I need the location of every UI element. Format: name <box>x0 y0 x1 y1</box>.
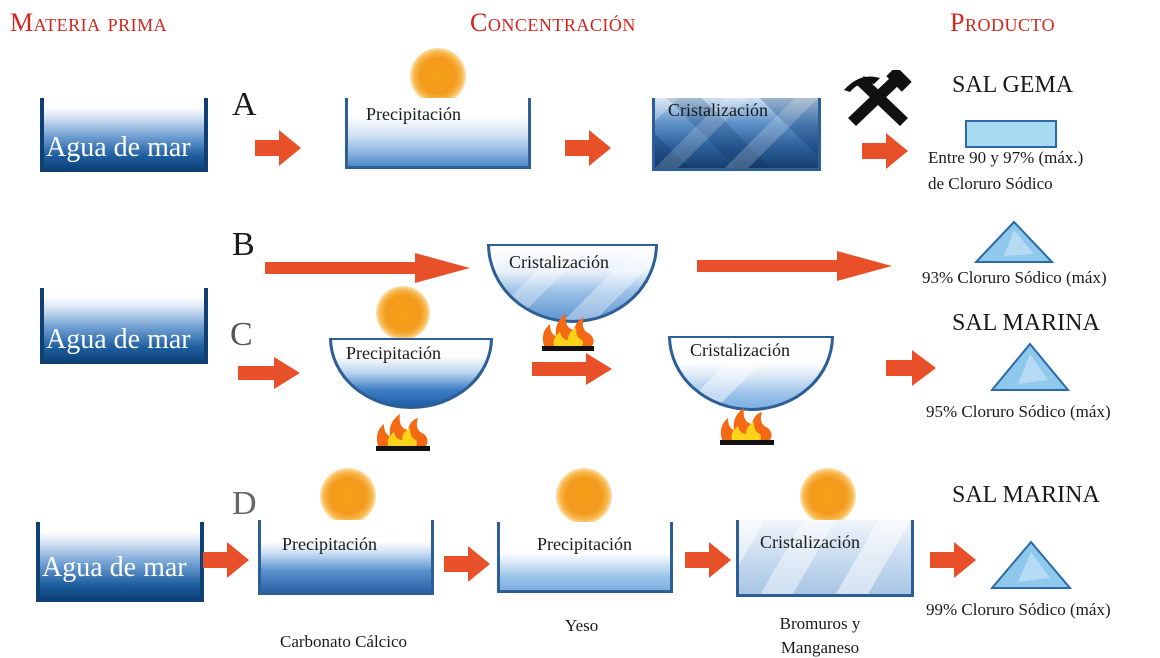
product-sal-gema: SAL GEMA <box>952 72 1074 98</box>
row-letter-d: D <box>232 485 257 522</box>
salt-triangle-icon <box>990 342 1070 391</box>
product-sal-marina-c: SAL MARINA <box>952 310 1100 336</box>
pickaxe-hammer-icon <box>844 70 912 126</box>
fire-icon <box>376 414 430 451</box>
row-letter-a: A <box>232 86 257 123</box>
header-concentration: Concentración <box>470 8 636 37</box>
salt-triangle-icon <box>990 540 1072 589</box>
product-sal-marina-d: SAL MARINA <box>952 482 1100 508</box>
arrow-icon <box>685 542 731 578</box>
fire-icon <box>720 408 774 445</box>
salt-bar-icon <box>965 120 1057 148</box>
sun-icon <box>556 468 612 524</box>
row-letter-b: B <box>232 226 255 263</box>
seawater-tank-d: Agua de mar <box>36 522 204 602</box>
crystallization-label-a: Cristalización <box>668 100 768 120</box>
header-product: Producto <box>950 8 1056 37</box>
precipitation-label-d2: Precipitación <box>537 534 632 554</box>
sun-icon <box>800 468 856 524</box>
arrow-icon <box>238 357 300 389</box>
precipitation-tank-d2 <box>497 522 673 593</box>
b-product-note: 93% Cloruro Sódico (máx) <box>922 268 1107 287</box>
sun-icon <box>410 48 466 104</box>
crystallization-label-c: Cristalización <box>690 340 790 360</box>
precipitation-label-c: Precipitación <box>346 343 441 363</box>
crystallization-tank-a <box>652 98 821 171</box>
header-raw-material: Materia prima <box>10 8 168 37</box>
byproduct-gypsum: Yeso <box>565 616 599 635</box>
fire-icon <box>542 314 594 351</box>
arrow-icon <box>930 542 976 578</box>
arrow-icon <box>265 253 470 283</box>
seawater-label: Agua de mar <box>42 552 187 583</box>
sal-gema-note-2: de Cloruro Sódico <box>928 174 1053 193</box>
arrow-icon <box>565 130 611 166</box>
arrow-icon <box>444 546 490 582</box>
row-letter-c: C <box>230 316 253 353</box>
crystallization-label-b: Cristalización <box>509 252 609 272</box>
arrow-icon <box>203 542 249 578</box>
precipitation-label-a: Precipitación <box>366 104 461 124</box>
c-product-note: 95% Cloruro Sódico (máx) <box>926 402 1111 421</box>
crystallization-label-d: Cristalización <box>760 532 860 552</box>
sal-gema-note-1: Entre 90 y 97% (máx.) <box>928 148 1084 167</box>
arrow-icon <box>886 350 936 386</box>
crystallization-tank-d <box>736 520 914 597</box>
byproduct-bromides-2: Manganeso <box>780 638 860 657</box>
precipitation-label-d1: Precipitación <box>282 534 377 554</box>
precipitation-tank-a <box>345 98 531 169</box>
arrow-icon <box>697 251 892 281</box>
d-product-note: 99% Cloruro Sódico (máx) <box>926 600 1111 619</box>
arrow-icon <box>862 133 908 169</box>
salt-triangle-icon <box>974 220 1054 263</box>
sun-icon <box>376 286 430 340</box>
precipitation-tank-d1 <box>258 520 434 595</box>
arrow-icon <box>255 130 301 166</box>
sun-icon <box>320 468 376 524</box>
seawater-label: Agua de mar <box>46 132 191 163</box>
seawater-label: Agua de mar <box>46 324 191 355</box>
seawater-tank-a: Agua de mar <box>40 98 208 172</box>
byproduct-calcium-carbonate: Carbonato Cálcico <box>280 632 407 651</box>
arrow-icon <box>532 353 612 385</box>
byproduct-bromides-1: Bromuros y <box>779 614 861 633</box>
seawater-tank-c: Agua de mar <box>40 288 208 364</box>
